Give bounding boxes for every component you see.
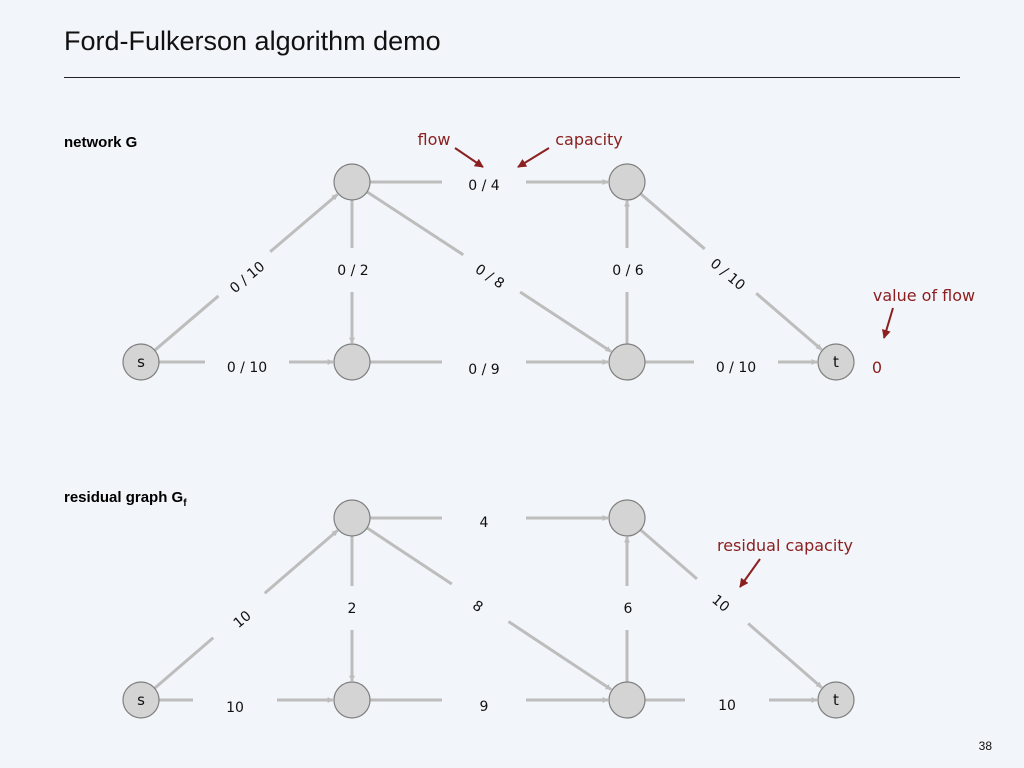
network-edge-label-a-b: 0 / 2 [337, 263, 368, 279]
network-edge-a-d-head [519, 290, 612, 353]
network-graph: 0 / 4 0 / 10 0 / 2 0 / 8 0 / 6 0 / 10 0 / 10 0 … [122, 163, 855, 381]
flow-annotation-arrow [454, 147, 484, 168]
residual-node-s [122, 681, 160, 719]
network-edge-label-s-b: 0 / 10 [227, 360, 267, 376]
residual-graph: 4 10 2 8 6 10 10 9 10 s t [122, 499, 855, 719]
residual-edge-label-b-d: 9 [480, 699, 489, 715]
network-node-t [817, 343, 855, 381]
network-edge-label-c-t: 0 / 10 [707, 256, 748, 294]
network-edge-s-a-tail [153, 294, 220, 352]
residual-edge-a-d-tail [366, 526, 453, 586]
residual-edge-c-t-head [747, 622, 823, 689]
residual-edge-label-a-b: 2 [348, 601, 357, 617]
network-edge-a-d-tail [366, 190, 465, 257]
residual-edge-label-a-d: 8 [469, 598, 485, 616]
residual-label-main: residual graph G [64, 489, 184, 506]
network-node-label-s: s [137, 353, 145, 371]
residual-edge-a-d-head [507, 620, 612, 691]
capacity-annotation: capacity [555, 130, 623, 149]
residual-graph-label: residual graph Gf [64, 489, 187, 509]
value-of-flow-annotation: value of flow [873, 286, 975, 305]
capacity-annotation-arrow [517, 147, 550, 168]
residual-edge-label-s-b: 10 [226, 700, 244, 716]
residual-edge-label-a-c: 4 [480, 515, 489, 531]
title-divider [64, 77, 960, 78]
network-edge-label-d-t: 0 / 10 [716, 360, 756, 376]
network-label: network G [64, 134, 138, 151]
network-node-a [333, 163, 371, 201]
residual-edge-s-a-tail [153, 636, 215, 690]
residual-label-sub: f [183, 498, 187, 509]
residual-node-label-s: s [137, 691, 145, 709]
network-edge-label-d-c: 0 / 6 [612, 263, 644, 279]
residual-node-c [608, 499, 646, 537]
residual-node-d [608, 681, 646, 719]
network-edge-s-a-head [269, 193, 339, 253]
network-edge-label-s-a: 0 / 10 [227, 259, 268, 297]
residual-edge-label-d-c: 6 [624, 601, 633, 617]
network-edge-c-t-head [755, 292, 823, 351]
residual-edge-label-c-t: 10 [708, 592, 732, 616]
residual-node-a [333, 499, 371, 537]
residual-node-label-t: t [833, 691, 839, 709]
residual-edge-label-d-t: 10 [718, 698, 736, 714]
flow-annotation: flow [418, 130, 451, 149]
network-edge-label-a-d: 0 / 8 [472, 261, 507, 292]
slide-number: 38 [978, 739, 992, 753]
network-edge-c-t-tail [639, 192, 706, 251]
slide-title: Ford-Fulkerson algorithm demo [64, 26, 441, 56]
network-edge-label-a-c: 0 / 4 [468, 178, 500, 194]
network-node-d [608, 343, 646, 381]
residual-capacity-annotation: residual capacity [717, 536, 853, 555]
residual-edge-c-t-tail [639, 528, 698, 581]
value-of-flow-arrow [882, 307, 894, 339]
residual-node-b [333, 681, 371, 719]
residual-node-t [817, 681, 855, 719]
network-node-s [122, 343, 160, 381]
flow-value: 0 [872, 358, 882, 377]
residual-capacity-arrow [739, 558, 761, 588]
network-edge-label-b-d: 0 / 9 [468, 362, 499, 378]
residual-edge-s-a-head [263, 529, 339, 595]
network-node-b [333, 343, 371, 381]
residual-edge-label-s-a: 10 [231, 608, 255, 632]
network-node-c [608, 163, 646, 201]
network-node-label-t: t [833, 353, 839, 371]
